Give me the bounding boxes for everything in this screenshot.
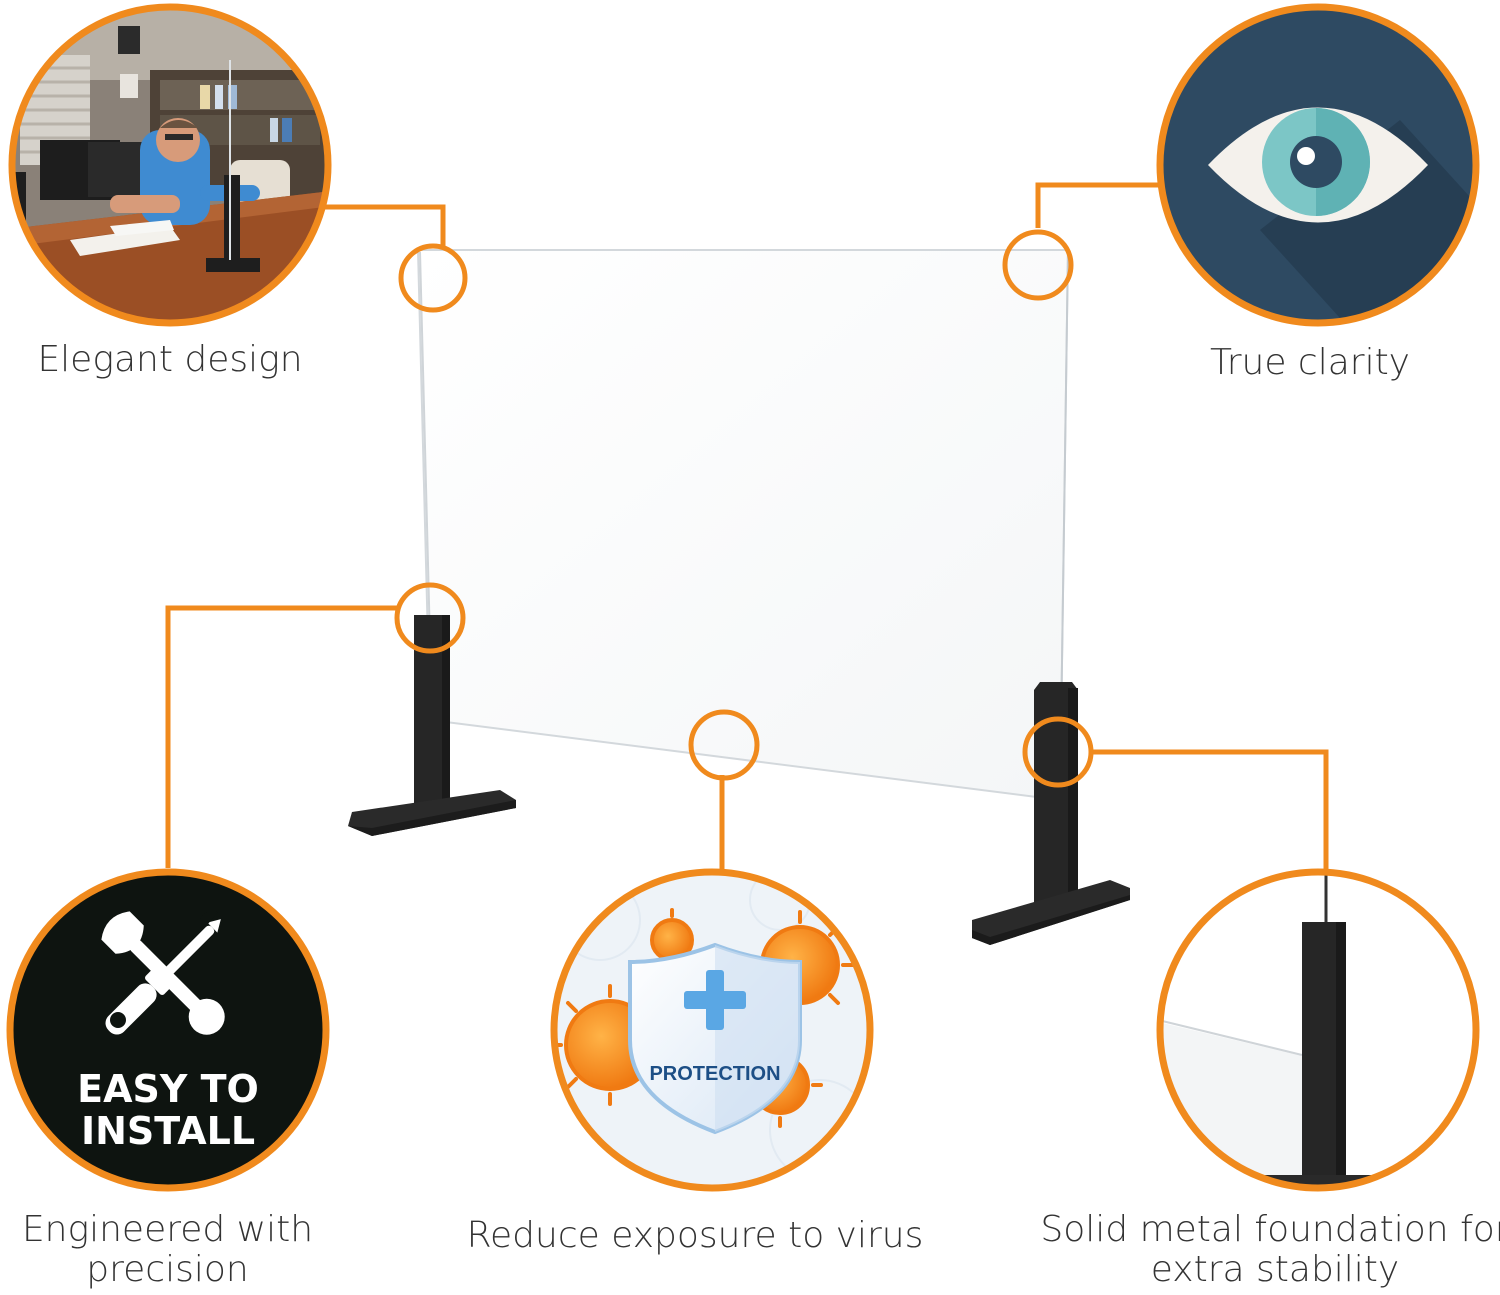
marker-elegant [398, 243, 468, 313]
caption-engineered-line2: precision [86, 1249, 249, 1290]
marker-clarity [1002, 229, 1074, 301]
marker-foundation [1022, 716, 1094, 788]
connector-foundation [1092, 749, 1329, 872]
caption-solid-line2: extra stability [1150, 1249, 1400, 1290]
eye-icon [1156, 3, 1480, 327]
callout-connectors [165, 182, 1329, 872]
shield-virus-icon: PROTECTION [550, 868, 874, 1192]
office-photo-icon [8, 3, 332, 327]
connector-elegant [320, 204, 446, 246]
marker-virus [688, 709, 760, 781]
caption-engineered: Engineered with precision [10, 1210, 325, 1290]
caption-engineered-line1: Engineered with [21, 1209, 314, 1250]
wrench-screwdriver-icon [6, 868, 330, 1192]
left-stand [348, 615, 516, 836]
install-badge-line1: EASY TO [77, 1067, 259, 1111]
right-stand [972, 682, 1130, 945]
install-badge-line2: INSTALL [81, 1109, 255, 1153]
marker-install [394, 582, 466, 654]
caption-solid-line1: Solid metal foundation for [1040, 1209, 1500, 1250]
sneeze-guard-product [348, 249, 1130, 945]
caption-true-clarity: True clarity [1210, 342, 1410, 383]
connector-install [165, 605, 400, 868]
stand-closeup-icon [1156, 868, 1480, 1192]
connector-clarity [1035, 182, 1160, 228]
caption-solid-foundation: Solid metal foundation for extra stabili… [1040, 1210, 1500, 1290]
caption-reduce-exposure: Reduce exposure to virus [466, 1215, 924, 1256]
caption-elegant-design: Elegant design [37, 339, 303, 380]
shield-label: PROTECTION [649, 1063, 780, 1085]
